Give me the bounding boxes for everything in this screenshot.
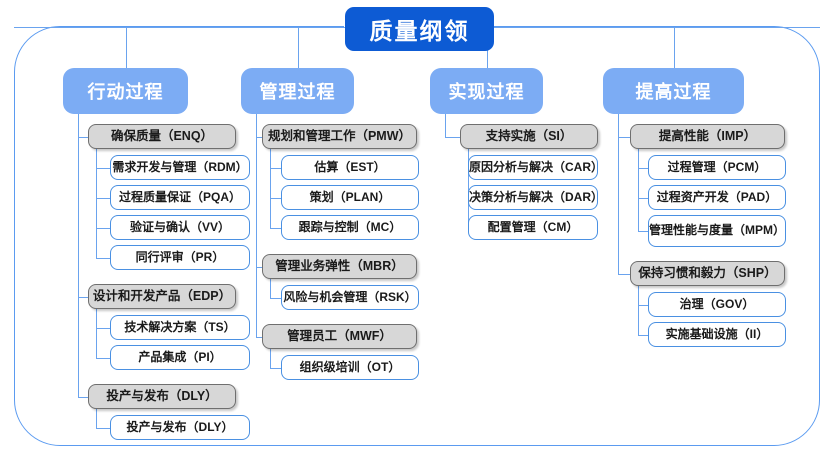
leaf-node[interactable]: 风险与机会管理（RSK） <box>281 285 419 310</box>
leaf-node[interactable]: 过程质量保证（PQA） <box>110 185 250 210</box>
column-header-2[interactable]: 管理过程 <box>241 68 354 114</box>
leaf-node[interactable]: 管理性能与度量（MPM） <box>648 215 786 247</box>
group-node[interactable]: 提高性能（IMP） <box>630 124 785 149</box>
connector-leaf-stub <box>96 358 110 360</box>
leaf-node[interactable]: 决策分析与解决（DAR） <box>468 185 603 210</box>
connector-group-trunk <box>638 149 640 231</box>
leaf-node[interactable]: 跟踪与控制（MC） <box>281 215 419 240</box>
group-node[interactable]: 设计和开发产品（EDP） <box>88 284 236 309</box>
connector-leaf-stub <box>96 328 110 330</box>
connector-group-stub <box>445 137 460 139</box>
leaf-node[interactable]: 验证与确认（VV） <box>110 215 250 240</box>
leaf-node[interactable]: 过程资产开发（PAD） <box>648 185 786 210</box>
connector-leaf-stub <box>270 298 281 300</box>
connector-leaf-stub <box>638 305 648 307</box>
group-node[interactable]: 投产与发布（DLY） <box>88 384 236 409</box>
connector-group-trunk <box>96 409 98 428</box>
connector-group-stub <box>618 274 630 276</box>
connector-group-stub <box>78 397 88 399</box>
connector-group-trunk <box>270 149 272 228</box>
group-node[interactable]: 管理业务弹性（MBR） <box>262 254 417 279</box>
group-node[interactable]: 规划和管理工作（PMW） <box>262 124 417 149</box>
connector-leaf-stub <box>638 168 648 170</box>
group-node[interactable]: 确保质量（ENQ） <box>88 124 236 149</box>
column-header-3[interactable]: 实现过程 <box>430 68 543 114</box>
connector-leaf-stub <box>638 335 648 337</box>
leaf-node[interactable]: 过程管理（PCM） <box>648 155 786 180</box>
connector-column-trunk <box>445 114 447 137</box>
leaf-node[interactable]: 原因分析与解决（CAR） <box>468 155 603 180</box>
connector-group-stub <box>256 337 262 339</box>
connector-group-trunk <box>270 279 272 298</box>
leaf-node[interactable]: 治理（GOV） <box>648 292 786 317</box>
connector-leaf-stub <box>96 258 110 260</box>
connector-group-stub <box>256 267 262 269</box>
connector-group-stub <box>78 297 88 299</box>
group-node[interactable]: 保持习惯和毅力（SHP） <box>630 261 785 286</box>
connector-leaf-stub <box>270 228 281 230</box>
leaf-node[interactable]: 投产与发布（DLY） <box>110 415 250 440</box>
leaf-node[interactable]: 策划（PLAN） <box>281 185 419 210</box>
connector-leaf-stub <box>270 368 281 370</box>
connector-rail-to-header <box>125 27 127 68</box>
connector-leaf-stub <box>270 168 281 170</box>
leaf-node[interactable]: 估算（EST） <box>281 155 419 180</box>
leaf-node[interactable]: 需求开发与管理（RDM） <box>110 155 250 180</box>
connector-rail-to-header <box>297 27 299 68</box>
leaf-node[interactable]: 技术解决方案（TS） <box>110 315 250 340</box>
leaf-node[interactable]: 组织级培训（OT） <box>281 355 419 380</box>
page-title: 质量纲领 <box>345 7 494 51</box>
connector-group-trunk <box>96 309 98 358</box>
column-header-4[interactable]: 提高过程 <box>603 68 744 114</box>
connector-group-trunk <box>96 149 98 258</box>
connector-group-trunk <box>270 349 272 368</box>
leaf-node[interactable]: 配置管理（CM） <box>468 215 598 240</box>
connector-leaf-stub <box>270 198 281 200</box>
connector-leaf-stub <box>638 231 648 233</box>
connector-column-trunk <box>78 114 80 397</box>
connector-leaf-stub <box>96 228 110 230</box>
group-node[interactable]: 支持实施（SI） <box>460 124 598 149</box>
connector-leaf-stub <box>96 428 110 430</box>
connector-leaf-stub <box>96 198 110 200</box>
connector-column-trunk <box>618 114 620 274</box>
connector-group-stub <box>256 137 262 139</box>
leaf-node[interactable]: 实施基础设施（II） <box>648 322 786 347</box>
column-header-1[interactable]: 行动过程 <box>63 68 188 114</box>
connector-column-trunk <box>256 114 258 337</box>
group-node[interactable]: 管理员工（MWF） <box>262 324 417 349</box>
connector-rail-to-header <box>673 27 675 68</box>
connector-group-stub <box>618 137 630 139</box>
leaf-node[interactable]: 同行评审（PR） <box>110 245 250 270</box>
connector-leaf-stub <box>96 168 110 170</box>
leaf-node[interactable]: 产品集成（PI） <box>110 345 250 370</box>
connector-group-trunk <box>638 286 640 335</box>
connector-leaf-stub <box>638 198 648 200</box>
connector-group-stub <box>78 137 88 139</box>
